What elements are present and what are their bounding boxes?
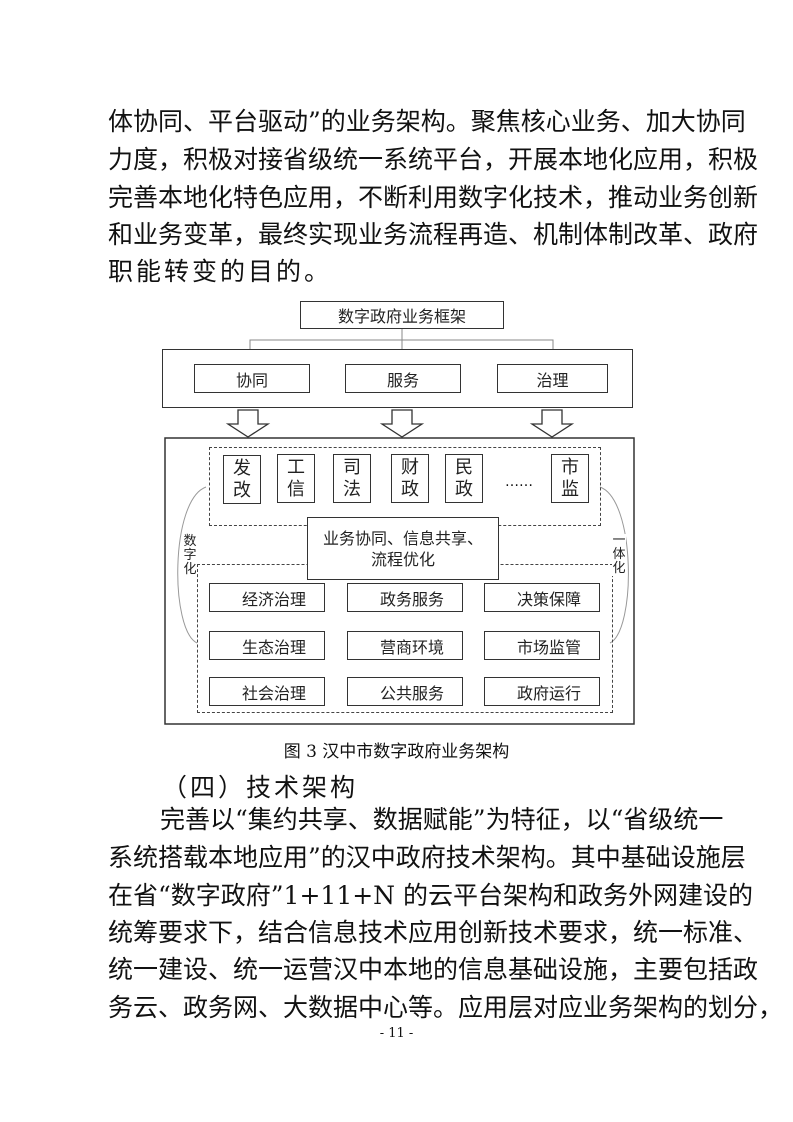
figure-caption: 图 3 汉中市数字政府业务架构 [283,742,510,762]
right-bracket [599,486,629,644]
domain-box: 市场监管 [484,631,600,660]
text-line: 力度，积极对接省级统一系统平台，开展本地化应用，积极 [108,145,759,174]
dept-char: 信 [287,478,305,500]
domain-box: 社会治理 [209,677,325,706]
domain-box: 决策保障 [484,583,600,612]
dept-char: 政 [455,478,473,500]
text-line: 完善以“集约共享、数据赋能”为特征，以“省级统一 [160,805,724,834]
down-arrows [225,409,575,438]
dept-char: 财 [401,456,419,478]
pillar-governance: 治理 [497,364,608,393]
text-line: 和业务变革，最终实现业务流程再造、机制体制改革、政府 [108,220,759,249]
dept-gongxin: 工信 [277,454,315,503]
page-number: - 11 - [379,1026,414,1041]
text-line: 统筹要求下，结合信息技术应用创新技术要求，统一标准、 [108,918,759,947]
text-line: 完善本地化特色应用，不断利用数字化技术，推动业务创新 [108,183,759,212]
dept-shijian: 市监 [551,454,589,503]
center-line: 业务协同、信息共享、 [322,528,483,548]
pillar-service: 服务 [345,364,461,393]
diagram-title: 数字政府业务框架 [300,301,504,329]
integration-label: 一体化 [612,533,626,576]
down-arrow-icon [379,409,425,438]
text-line: 体协同、平台驱动”的业务架构。聚焦核心业务、加大协同 [108,107,746,136]
dept-char: 工 [287,456,305,478]
ellipsis: …… [505,474,533,490]
text-line: 统一建设、统一运营汉中本地的信息基础设施，主要包括政 [108,955,759,984]
down-arrow-icon [529,409,575,438]
dept-char: 改 [233,479,251,501]
dept-char: 民 [455,456,473,478]
dept-char: 司 [343,456,361,478]
domain-box: 经济治理 [209,583,325,612]
dept-sifa: 司法 [333,454,371,503]
domain-box: 公共服务 [347,677,463,706]
pillar-collaboration: 协同 [194,364,310,393]
domain-box: 政务服务 [347,583,463,612]
dept-fagai: 发改 [223,455,261,504]
dept-char: 政 [401,478,419,500]
dept-char: 法 [343,478,361,500]
domain-box: 生态治理 [209,631,325,660]
dept-char: 发 [233,457,251,479]
domain-box: 营商环境 [347,631,463,660]
text-line: 务云、政务网、大数据中心等。应用层对应业务架构的划分， [108,993,784,1022]
section-heading: （四）技术架构 [162,773,359,802]
dept-minzheng: 民政 [445,454,483,503]
text-line: 系统搭载本地应用”的汉中政府技术架构。其中基础设施层 [108,843,746,872]
text-line: 职能转变的目的。 [108,257,333,286]
center-box: 业务协同、信息共享、 流程优化 [307,517,499,580]
lower-frame [164,437,635,725]
left-bracket [177,486,207,644]
digitalization-label: 数字化 [183,534,197,577]
dept-caizheng: 财政 [391,454,429,503]
domain-box: 政府运行 [484,677,600,706]
text-line: 在省“数字政府”1+11+N 的云平台架构和政务外网建设的 [108,881,753,910]
center-line: 流程优化 [370,549,435,569]
dept-char: 监 [561,478,579,500]
dept-char: 市 [561,456,579,478]
down-arrow-icon [225,409,271,438]
